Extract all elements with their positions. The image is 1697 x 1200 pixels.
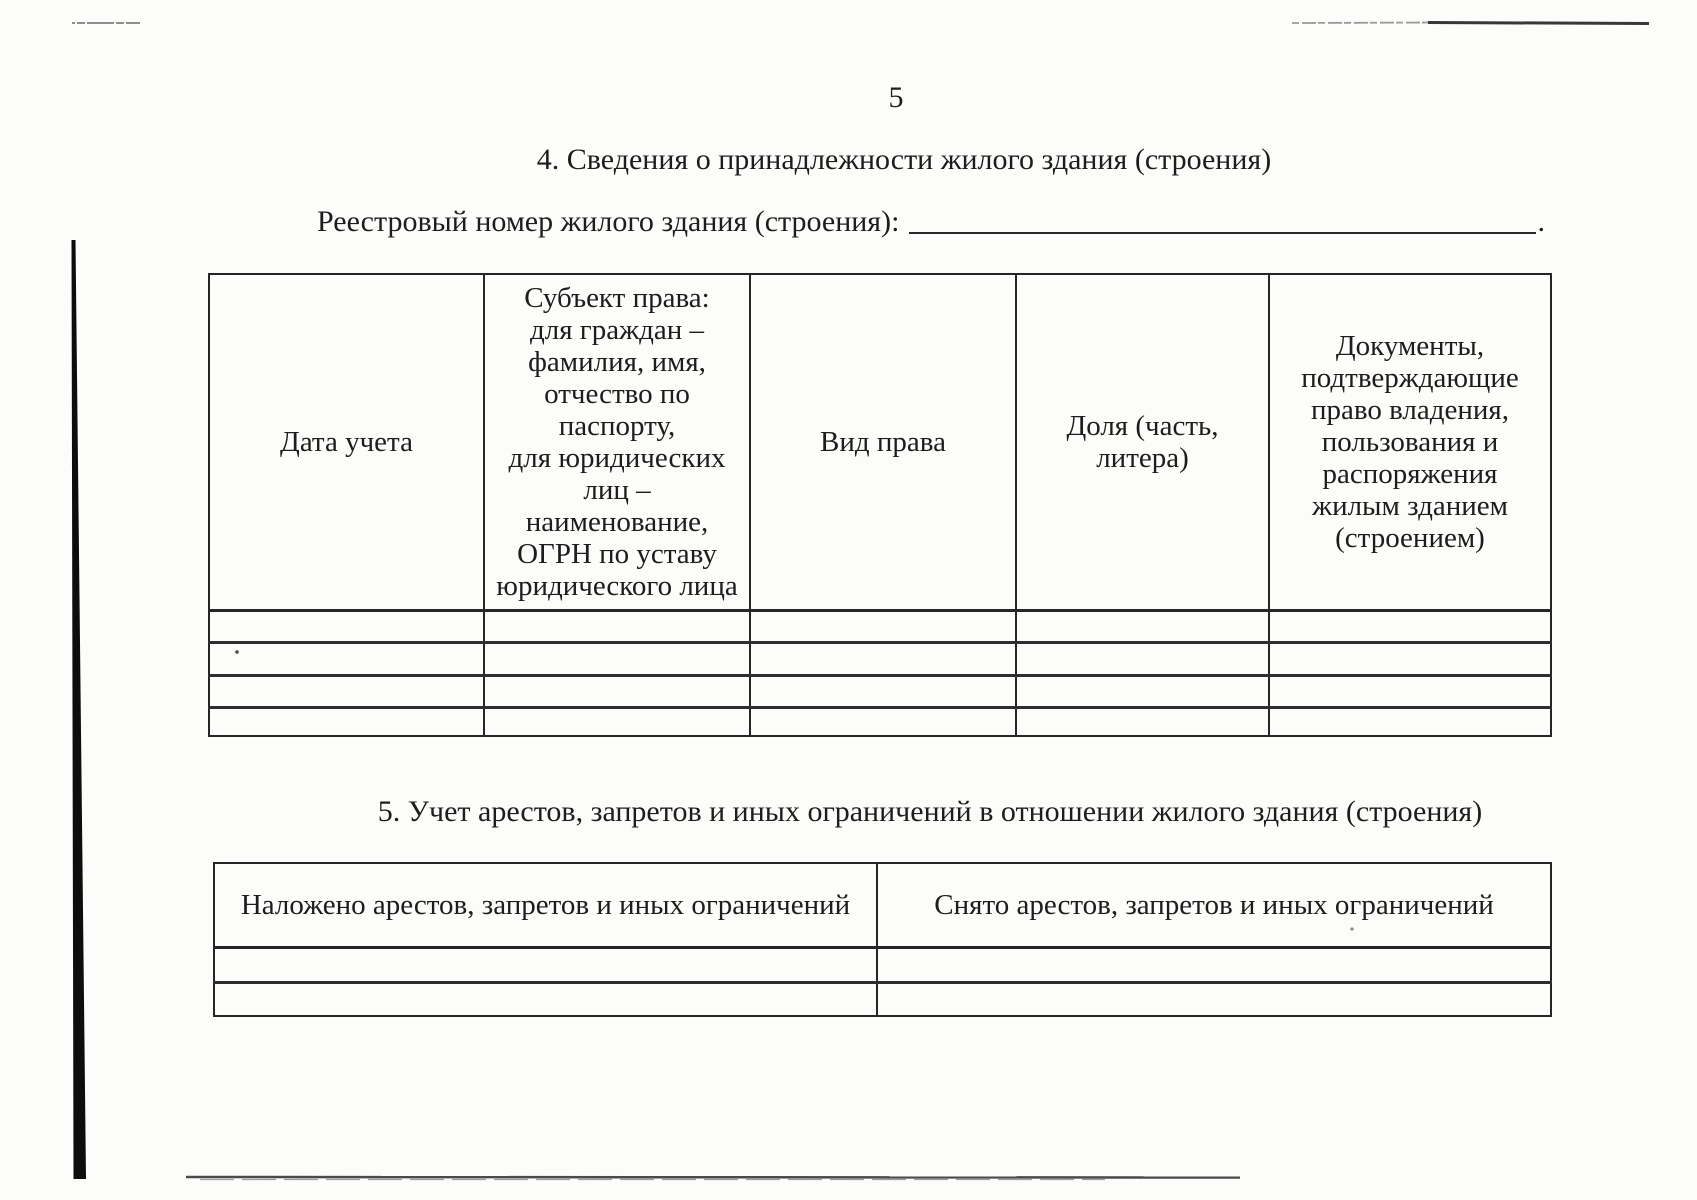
table-cell: [1268, 673, 1552, 708]
restrictions-header-row: Наложено арестов, запретов и иных ограни…: [213, 862, 1552, 949]
table-cell: [1015, 705, 1270, 737]
table-row: [213, 945, 1552, 983]
table-cell: [749, 640, 1017, 676]
restrictions-col-removed: Снято арестов, запретов и иных ограничен…: [876, 862, 1552, 949]
table-cell: [1268, 608, 1552, 643]
ownership-col-documents: Документы, подтверждающие право владения…: [1268, 273, 1552, 612]
table-cell: [1015, 673, 1270, 708]
table-cell: [749, 608, 1017, 643]
bottom-scan-line: [185, 1175, 1241, 1179]
table-row: [208, 640, 1552, 676]
page-number: 5: [888, 81, 904, 114]
ownership-col-date: Дата учета: [208, 273, 485, 612]
left-edge-scan-bar: [71, 240, 86, 1179]
restrictions-col-imposed: Наложено арестов, запретов и иных ограни…: [213, 862, 878, 949]
ownership-col-subject: Субъект права: для граждан – фамилия, им…: [483, 273, 751, 612]
table-cell: [483, 640, 751, 676]
section5-title: 5. Учет арестов, запретов и иных огранич…: [377, 795, 1483, 828]
ownership-col-share: Доля (часть, литера): [1015, 273, 1270, 612]
table-cell: [483, 673, 751, 708]
table-row: [208, 705, 1552, 737]
ownership-col-right-type: Вид права: [749, 273, 1017, 612]
table-cell: [213, 980, 878, 1017]
table-cell: [1268, 705, 1552, 737]
table-cell: [208, 705, 485, 737]
table-cell: [208, 640, 485, 676]
top-right-scan-line-dark: [1427, 21, 1650, 25]
restrictions-table: Наложено арестов, запретов и иных ограни…: [213, 862, 1552, 1017]
ownership-header-row: Дата учета Субъект права: для граждан – …: [208, 273, 1552, 612]
table-cell: [1268, 640, 1552, 676]
ownership-table: Дата учета Субъект права: для граждан – …: [208, 273, 1552, 737]
table-cell: [1015, 640, 1270, 676]
top-right-scan-line-faint: [1291, 21, 1439, 24]
table-cell: [483, 705, 751, 737]
registry-blank-line: [909, 222, 1536, 234]
table-cell: [208, 673, 485, 708]
table-cell: [483, 608, 751, 643]
table-cell: [208, 608, 485, 643]
table-row: [208, 673, 1552, 708]
table-cell: [749, 705, 1017, 737]
table-cell: [1015, 608, 1270, 643]
table-row: [213, 980, 1552, 1017]
table-cell: [749, 673, 1017, 708]
table-cell: [213, 945, 878, 983]
table-cell: [876, 945, 1552, 983]
registry-number-row: Реестровый номер жилого здания (строения…: [317, 205, 1545, 239]
section4-title: 4. Сведения о принадлежности жилого здан…: [536, 143, 1272, 176]
table-row: [208, 608, 1552, 643]
registry-period: .: [1537, 205, 1546, 238]
table-cell: [876, 980, 1552, 1017]
registry-label: Реестровый номер жилого здания (строения…: [317, 205, 900, 238]
